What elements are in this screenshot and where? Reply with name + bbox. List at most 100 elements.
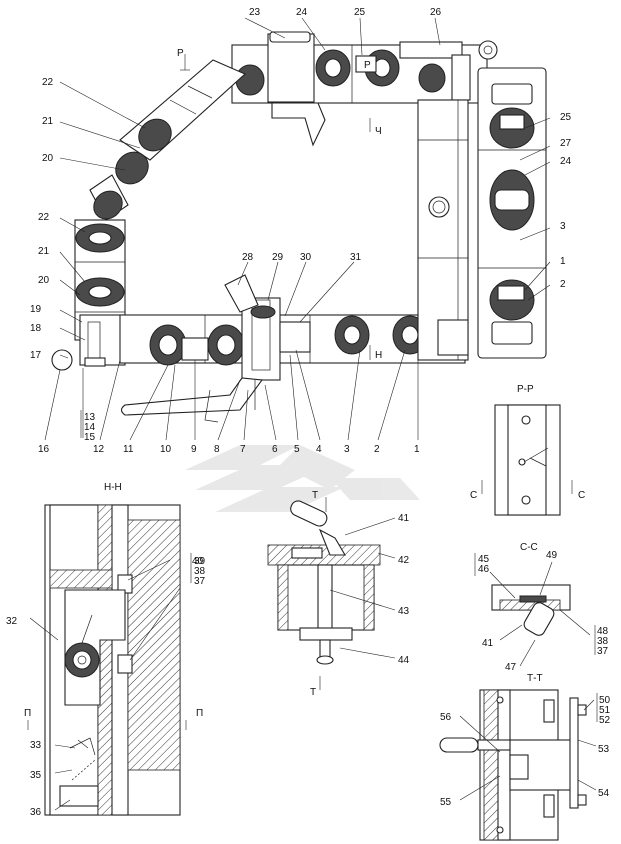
section-mark-pi-right: П [196,708,203,719]
diag-seal-2 [115,151,149,185]
hh-lower-catch [59,785,99,807]
callout-9: 9 [191,444,197,455]
callout-40: 40 [192,556,204,567]
callout-10: 10 [160,444,172,455]
lock-cam [279,321,311,353]
hh-hatched-block [127,519,181,771]
callout-22-left: 22 [38,212,50,223]
callout-21-left: 21 [38,246,50,257]
callout-14: 14 [84,422,96,433]
callout-13: 13 [84,412,96,423]
callout-39-visible: 39 [194,556,206,567]
diagonal-rail [119,59,246,161]
top-bracket [271,102,326,147]
section-mark-p-outer: Р [177,48,184,59]
callout-55: 55 [440,797,452,808]
t-nut [319,639,331,659]
hh-title: Н-Н [104,482,122,493]
callout-5: 5 [294,444,300,455]
section-mark-t-bottom: Т [310,687,316,698]
view-p-p: Р-Р С С [470,384,585,516]
main-view [51,31,547,423]
callout-3-bottom: 3 [344,444,350,455]
t-flange [299,627,353,641]
sight-window [355,55,377,73]
hh-bolt-37 [117,654,133,674]
callout-38-cc: 38 [597,636,609,647]
callout-22-top: 22 [42,77,54,88]
diag-seal-1 [138,118,172,152]
callout-30: 30 [300,252,312,263]
diag-seal-3 [93,190,123,220]
bottom-insert [181,337,209,361]
main-leader-lines [44,17,551,441]
pp-title: Р-Р [517,384,534,395]
tt-title: Т-Т [527,673,543,684]
callout-6: 6 [272,444,278,455]
callout-54: 54 [598,788,610,799]
top-lock-block [267,33,315,103]
callout-33: 33 [30,740,42,751]
cc-title: С-С [520,542,538,553]
callout-36: 36 [30,807,42,818]
callout-18: 18 [30,323,42,334]
section-mark-c-left: С [470,490,477,501]
tt-cover-plate [569,697,579,809]
view-t-t: Т-Т [439,673,597,841]
section-mark-ch: Ч [375,126,382,137]
callout-46: 46 [478,564,490,575]
callout-3-right: 3 [560,221,566,232]
callout-19: 19 [30,304,42,315]
section-mark-t-top: Т [312,490,318,501]
callout-51: 51 [599,705,611,716]
callout-41-cc: 41 [482,638,494,649]
callout-31: 31 [350,252,362,263]
callout-29: 29 [272,252,284,263]
callout-20-top: 20 [42,153,54,164]
main-section-marks: Р Р Ч Н [177,48,382,361]
callout-56: 56 [440,712,452,723]
cc-bar [519,595,547,603]
lock-cap-seal [250,305,276,319]
callout-38-hh: 38 [194,566,206,577]
section-mark-c-right: С [578,490,585,501]
view-c-c: С-С [489,542,591,667]
top-hinge-pin [478,40,498,60]
callout-27: 27 [560,138,572,149]
callout-24-top: 24 [296,7,308,18]
t-top-plate [267,544,381,566]
t-spindle [317,564,333,636]
callout-17: 17 [30,350,42,361]
callout-1-bottom: 1 [414,444,420,455]
section-mark-h-main: Н [375,350,382,361]
right-rail-hole [428,196,450,218]
section-mark-pi-left: П [24,708,31,719]
callout-12: 12 [93,444,105,455]
callout-7: 7 [240,444,246,455]
callout-8: 8 [214,444,220,455]
callout-32: 32 [6,616,18,627]
callout-42: 42 [398,555,410,566]
section-mark-p-inner: Р [364,60,371,71]
callout-16: 16 [38,444,50,455]
callout-25-right: 25 [560,112,572,123]
callout-45: 45 [478,554,490,565]
t-handle-grip [290,500,328,527]
callout-28: 28 [242,252,254,263]
callout-41-t: 41 [398,513,410,524]
cc-handle [523,602,555,636]
corner-plate [84,357,106,367]
callout-35: 35 [30,770,42,781]
tt-handle-knob [439,737,479,753]
corner-pin [51,349,73,371]
lock-lever [120,377,264,416]
callout-48: 48 [597,626,609,637]
callout-49: 49 [546,550,558,561]
t-latch [291,547,323,559]
callout-25-top: 25 [354,7,366,18]
callout-24-right: 24 [560,156,572,167]
callout-52: 52 [599,715,611,726]
callout-15: 15 [84,432,96,443]
top-lock-cap [269,31,311,43]
